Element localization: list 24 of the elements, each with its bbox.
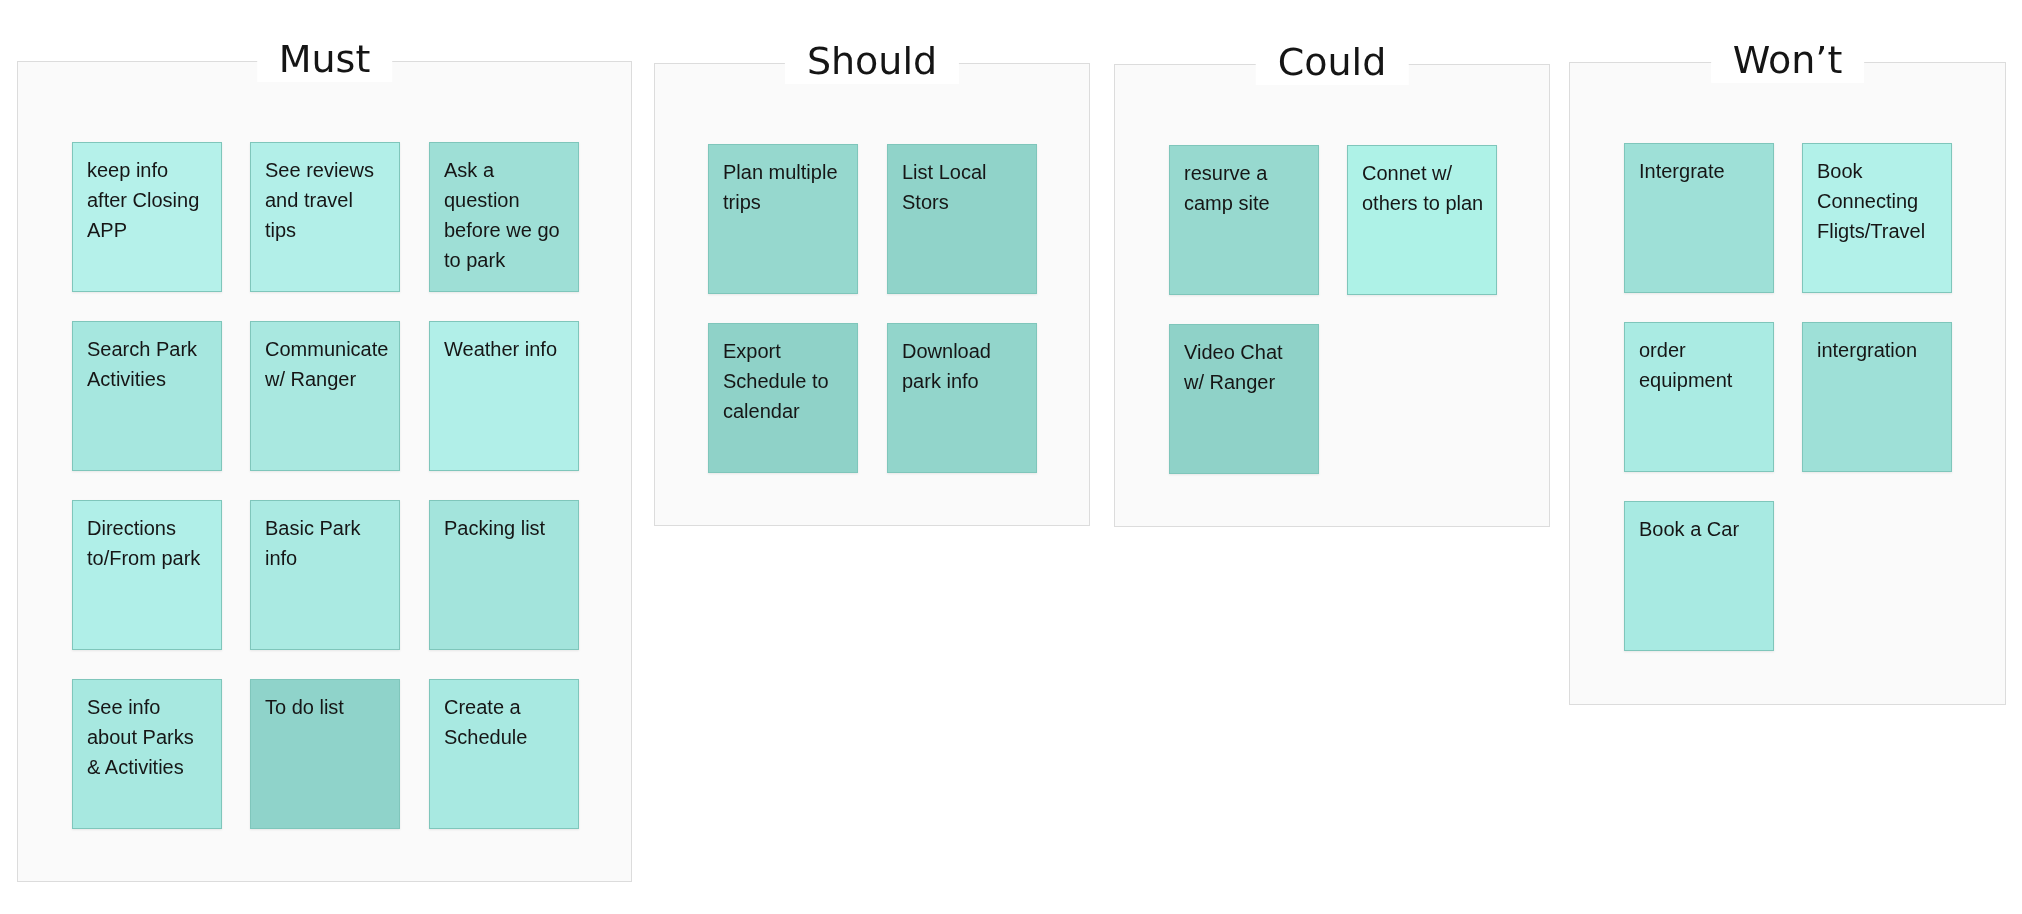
sticky-note: Basic Park info	[250, 500, 400, 650]
sticky-note: Packing list	[429, 500, 579, 650]
sticky-note: Book Connecting Fligts/Travel	[1802, 143, 1952, 293]
sticky-note: Video Chat w/ Ranger	[1169, 324, 1319, 474]
sticky-note: keep info after Closing APP	[72, 142, 222, 292]
sticky-note: List Local Stors	[887, 144, 1037, 294]
sticky-note: Plan multiple trips	[708, 144, 858, 294]
sticky-note: Intergrate	[1624, 143, 1774, 293]
sticky-note: resurve a camp site	[1169, 145, 1319, 295]
sticky-note: See info about Parks & Activities	[72, 679, 222, 829]
sticky-note: Weather info	[429, 321, 579, 471]
sticky-note: Export Schedule to calendar	[708, 323, 858, 473]
sticky-note: To do list	[250, 679, 400, 829]
sticky-note: Book a Car	[1624, 501, 1774, 651]
sticky-note: See reviews and travel tips	[250, 142, 400, 292]
sticky-note: Communicate w/ Ranger	[250, 321, 400, 471]
sticky-note: intergration	[1802, 322, 1952, 472]
sticky-note: Directions to/From park	[72, 500, 222, 650]
sticky-note: Download park info	[887, 323, 1037, 473]
sticky-note: Create a Schedule	[429, 679, 579, 829]
sticky-note: Connet w/ others to plan	[1347, 145, 1497, 295]
sticky-note: order equipment	[1624, 322, 1774, 472]
sticky-note: Search Park Activities	[72, 321, 222, 471]
sticky-note: Ask a question before we go to park	[429, 142, 579, 292]
